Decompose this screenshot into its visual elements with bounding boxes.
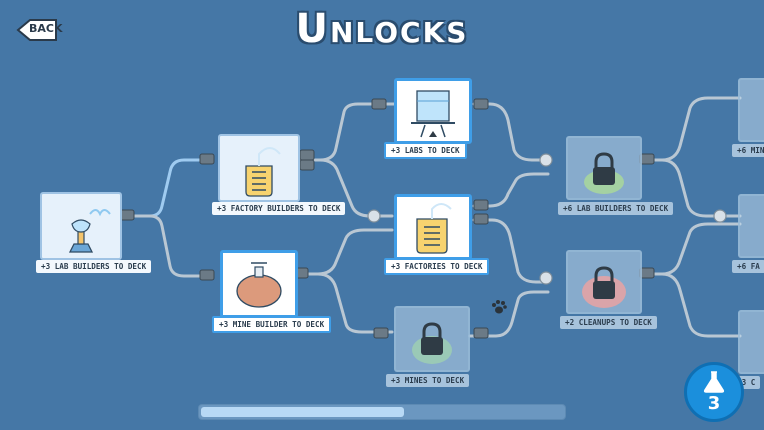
research-points-badge[interactable]: 3 [684,362,744,422]
node-label: +6 MIN [732,144,764,157]
node-label: +3 LABS TO DECK [384,142,467,159]
beaker-burner-icon [411,90,455,138]
round-flask-icon [236,262,282,308]
back-button[interactable]: BACK [16,18,63,42]
node-label: +3 LAB BUILDERS TO DECK [36,260,152,273]
node-label: +3 MINE BUILDER TO DECK [212,316,332,333]
unlock-progress-bar [198,404,566,420]
flask-icon [703,371,725,393]
back-label: BACK [29,22,63,35]
node-label: +3 MINES TO DECK [386,374,470,387]
paw-print-icon [492,300,507,314]
node-label: +6 FA [732,260,764,273]
node-label: +6 LAB BUILDERS TO DECK [558,202,674,215]
progress-fill [201,407,404,417]
node-label: +3 FACTORY BUILDERS TO DECK [212,202,346,215]
bunsen-burner-icon [68,209,111,253]
page-title: Unlocks [295,6,469,52]
node-label: +2 CLEANUPS TO DECK [560,316,657,329]
node-label: +3 FACTORIES TO DECK [384,258,490,275]
padlock-icon [584,152,624,194]
padlock-icon [412,322,452,364]
research-points-count: 3 [707,393,721,414]
coil-flask-icon [245,147,281,197]
padlock-icon [582,266,626,308]
coil-flask-icon [416,203,452,254]
back-arrow-icon [16,19,57,41]
